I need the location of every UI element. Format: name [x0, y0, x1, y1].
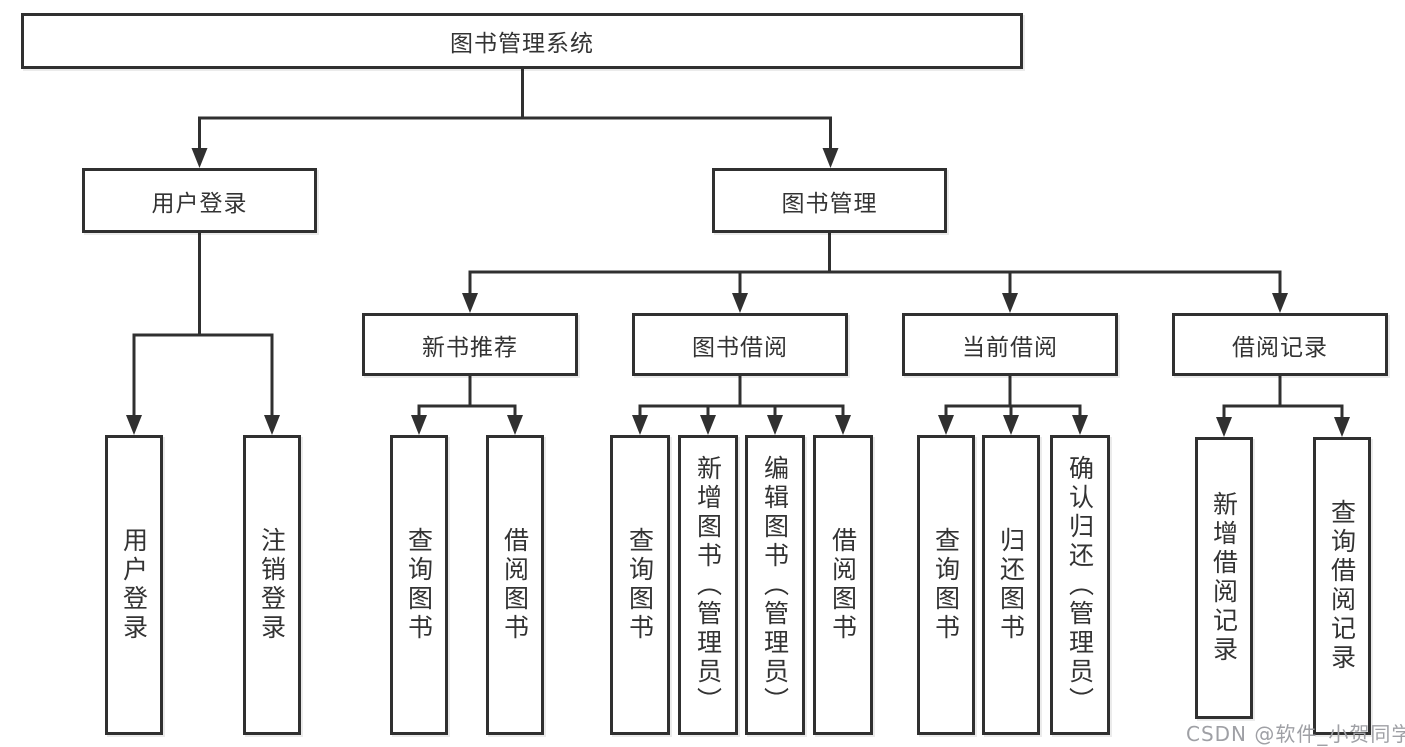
leaf-label: 查询图书	[931, 527, 961, 643]
leaf-borrow-books-borrowing: 借阅图书	[813, 435, 873, 735]
watermark-text: CSDN @软件_小贺同学	[1186, 722, 1405, 746]
leaf-label: 注销登录	[257, 527, 287, 643]
node-book-management: 图书管理	[712, 168, 947, 233]
leaf-borrow-books-recommend: 借阅图书	[486, 435, 544, 735]
node-label: 新书推荐	[422, 334, 518, 361]
leaf-user-login: 用户登录	[105, 435, 163, 735]
node-current-borrowing: 当前借阅	[902, 313, 1118, 376]
node-new-book-recommend: 新书推荐	[362, 313, 578, 376]
leaf-add-book-admin: 新增图书（管理员）	[678, 435, 738, 735]
node-label: 用户登录	[151, 190, 248, 217]
node-label: 当前借阅	[962, 334, 1058, 361]
leaf-label: 借阅图书	[828, 527, 858, 643]
node-label: 图书管理系统	[450, 31, 594, 57]
node-label: 借阅记录	[1232, 334, 1328, 361]
leaf-query-books-current: 查询图书	[917, 435, 975, 735]
leaf-label: 新增借阅记录	[1209, 491, 1239, 665]
node-borrowing-records: 借阅记录	[1172, 313, 1388, 376]
leaf-label: 借阅图书	[500, 527, 530, 643]
leaf-label: 编辑图书（管理员）	[760, 454, 790, 716]
leaf-label: 确认归还（管理员）	[1065, 454, 1095, 716]
leaf-label: 用户登录	[119, 527, 149, 643]
leaf-label: 归还图书	[996, 527, 1026, 643]
node-user-login: 用户登录	[82, 168, 317, 233]
leaf-add-borrow-record: 新增借阅记录	[1195, 437, 1253, 719]
leaf-query-books-borrowing: 查询图书	[610, 435, 670, 735]
leaf-label: 新增图书（管理员）	[693, 454, 723, 716]
leaf-label: 查询图书	[404, 527, 434, 643]
leaf-confirm-return-admin: 确认归还（管理员）	[1050, 435, 1110, 735]
node-library-management-system: 图书管理系统	[21, 13, 1023, 69]
arrowhead-icons	[126, 148, 1350, 437]
node-book-borrowing: 图书借阅	[632, 313, 848, 376]
leaf-query-borrow-record: 查询借阅记录	[1313, 437, 1371, 735]
leaf-query-books-recommend: 查询图书	[390, 435, 448, 735]
leaf-label: 查询借阅记录	[1327, 499, 1357, 673]
leaf-edit-book-admin: 编辑图书（管理员）	[745, 435, 805, 735]
leaf-return-books: 归还图书	[982, 435, 1040, 735]
leaf-label: 查询图书	[625, 527, 655, 643]
leaf-logout: 注销登录	[243, 435, 301, 735]
node-label: 图书管理	[781, 190, 878, 217]
node-label: 图书借阅	[692, 334, 788, 361]
